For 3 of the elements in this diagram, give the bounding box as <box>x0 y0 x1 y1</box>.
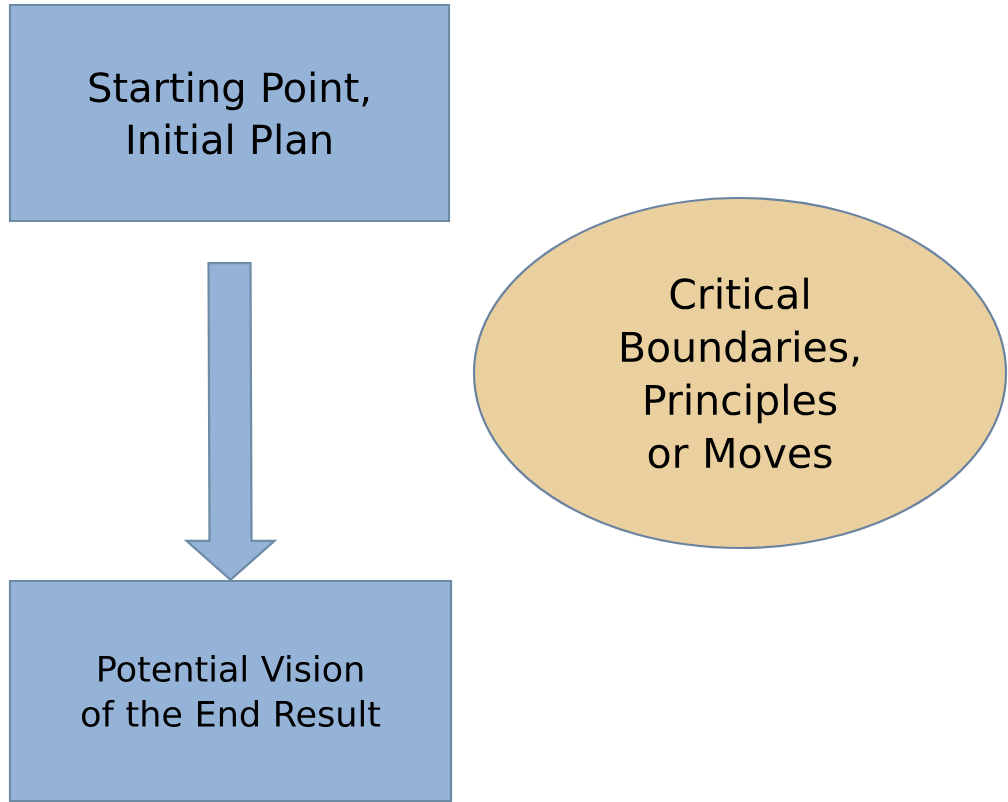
block-arrow <box>183 261 278 582</box>
process-box: Potential Vision of the End Result <box>8 579 453 802</box>
process-box: Starting Point, Initial Plan <box>8 3 451 223</box>
